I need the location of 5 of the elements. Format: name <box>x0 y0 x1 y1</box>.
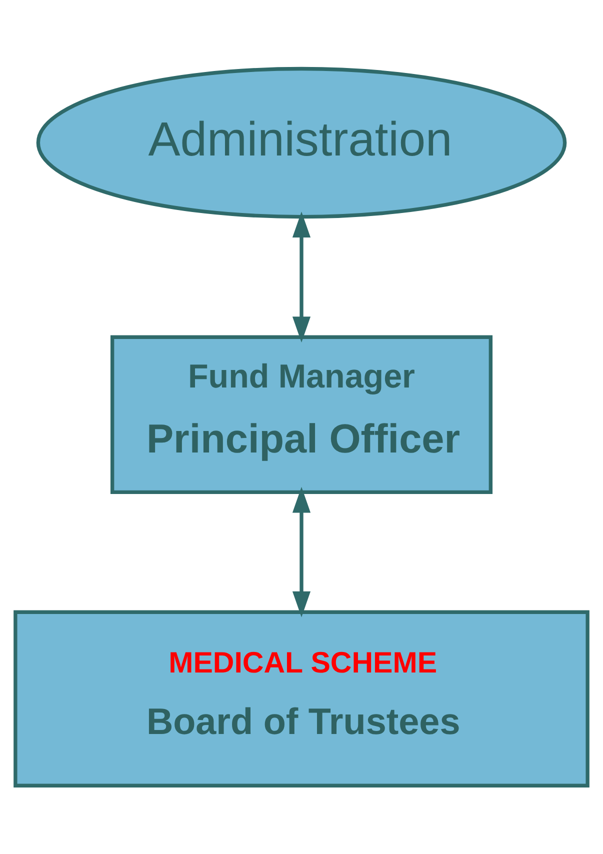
node-ellipse: Administration <box>36 66 567 219</box>
arrow <box>292 212 311 342</box>
node-box: MEDICAL SCHEME Board of Trustees <box>14 610 590 788</box>
node-box: Fund Manager Principal Officer <box>110 335 493 494</box>
arrow <box>292 486 311 618</box>
